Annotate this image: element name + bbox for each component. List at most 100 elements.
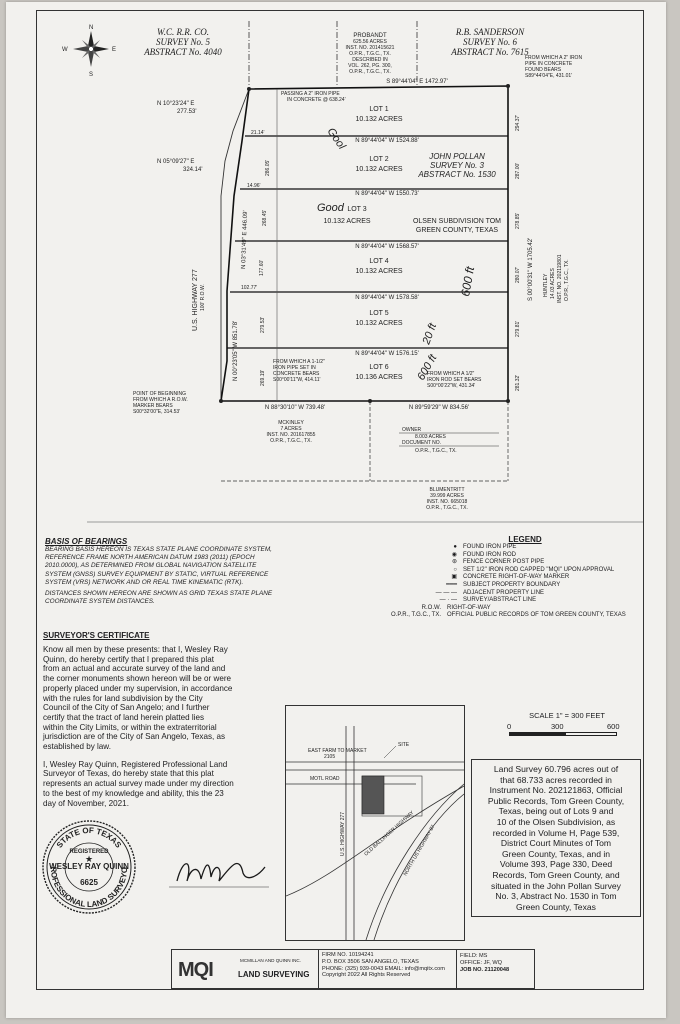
pollan-survey-number: SURVEY No. 3 (430, 161, 485, 170)
lot-label: LOT 2 (369, 156, 388, 163)
surveyor-seal: STATE OF TEXAS PROFESSIONAL LAND SURVEYO… (41, 819, 136, 914)
company-name: LAND SURVEYING (238, 970, 310, 979)
huntley-line: INST. NO. 202119801 (557, 254, 563, 303)
highway-label: U.S. HIGHWAY 277 (192, 269, 199, 331)
certificate-title: SURVEYOR'S CERTIFICATE (43, 631, 150, 640)
west-side-call: N 00°23'05" W 851.78' (233, 321, 239, 381)
legend-item: — · —SURVEY/ABSTRACT LINE (409, 597, 641, 605)
subdivision-name: OLSEN SUBDIVISION TOM (413, 218, 501, 225)
bearings-line: DISTANCES SHOWN HEREON ARE SHOWN AS GRID… (45, 590, 273, 598)
survey-desc-line: Green County, Texas, and in (501, 848, 611, 859)
legend-item: ▣CONCRETE RIGHT-OF-WAY MARKER (409, 574, 641, 582)
pipe-note-right: S00°00'22"W, 431.34' (427, 383, 475, 389)
plat-drawing: N S E W PROBANDT 625.56 ACRES INST. NO. … (62, 21, 643, 523)
west-call-bearing: N 05°09'27" E (157, 159, 194, 165)
south-call: N 89°59'29" W 834.56' (409, 405, 469, 411)
surveyor-signature (169, 862, 269, 888)
seal-number: 6625 (80, 878, 98, 887)
subject-boundary (220, 85, 509, 402)
legend-abbr: O.P.R., T.G.C., TX.OFFICIAL PUBLIC RECOR… (389, 612, 641, 620)
bearings-line: REFERENCE FRAME NORTH AMERICAN DATUM 198… (45, 554, 255, 562)
lot-label: LOT 5 (369, 310, 388, 317)
certificate-line: within the City Limits, or within the ex… (43, 722, 217, 732)
survey-desc-line: Land Survey 60.796 acres out of (493, 764, 619, 774)
survey-desc-line: Volume 393, Page 330, Deed (499, 859, 613, 870)
certificate-line: the corner monuments shown hereon will b… (43, 674, 232, 684)
compass-s: S (89, 72, 93, 78)
lot-east-dim: 279.81' (515, 321, 521, 337)
pollan-survey-name: JOHN POLLAN (428, 152, 485, 161)
certificate-paragraph-2: I, Wesley Ray Quinn, Registered Professi… (43, 760, 281, 809)
lot-east-dim: 287.00' (515, 163, 521, 179)
title-block: MQI MCMILLAN AND QUINN INC. LAND SURVEYI… (171, 949, 535, 989)
seal-name: WESLEY RAY QUINN (49, 862, 129, 871)
found-iron-pipe-icon (247, 87, 251, 91)
certificate-line: with the rules for land subdivision by t… (43, 693, 203, 703)
found-iron-pipe-icon: ● (453, 544, 457, 550)
company-phone: PHONE: (325) 939-0043 EMAIL: info@mqitx.… (322, 965, 445, 972)
west-survey-name: W.C. R.R. CO. (157, 27, 209, 37)
legend-label: FOUND IRON PIPE (463, 544, 517, 550)
seal-registered: REGISTERED (69, 849, 109, 855)
legend: LEGEND ●FOUND IRON PIPE ◉FOUND IRON ROD … (391, 535, 641, 620)
lot-acres: 10.132 ACRES (355, 268, 402, 275)
bearings-line: BEARING BASIS HEREON IS TEXAS STATE PLAN… (45, 546, 272, 553)
row-marker-icon: ▣ (451, 574, 457, 581)
pipe-note-right: IRON ROD SET BEARS (427, 377, 482, 383)
lot-acres: 10.132 ACRES (355, 166, 402, 173)
certificate-line: represents an actual survey made under m… (43, 779, 234, 789)
west-call-bearing: N 10°23'24" E (157, 101, 194, 107)
legend-item: ⊛FENCE CORNER POST PIPE (409, 559, 641, 567)
legend-label: SUBJECT PROPERTY BOUNDARY (463, 581, 561, 588)
lot-label: LOT 6 (369, 364, 388, 371)
found-iron-pipe-icon (506, 84, 510, 88)
lot-6: N 89°44'04" W 1576.15' LOT 6 10.136 ACRE… (355, 351, 521, 391)
survey-desc-line: No. 3, Abstract No. 1530 in Tom (495, 891, 617, 902)
bearings-title: BASIS OF BEARINGS (45, 537, 128, 546)
found-iron-rod-icon: ◉ (451, 551, 457, 558)
subdivision-county: GREEN COUNTY, TEXAS (416, 227, 499, 234)
job-info: FIELD: MS OFFICE: JF, WQ JOB NO. 2112004… (456, 950, 534, 988)
lot-acres: 10.132 ACRES (355, 320, 402, 327)
lot-north-call: N 89°44'04" W 1550.73' (355, 191, 419, 197)
company-address: P.O. BOX 3506 SAN ANGELO, TEXAS (322, 958, 419, 965)
lot-acres: 10.132 ACRES (355, 116, 402, 123)
abbr-label: OFFICIAL PUBLIC RECORDS OF TOM GREEN COU… (447, 612, 626, 619)
probandt-line: O.P.R., T.G.C., TX. (349, 69, 391, 75)
probandt-line: PROBANDT (353, 33, 387, 39)
abbr-label: RIGHT-OF-WAY (447, 604, 491, 611)
certificate-line: day of November, 2021. (43, 798, 129, 808)
found-iron-pipe-icon (506, 399, 510, 403)
company-logo-area: MQI MCMILLAN AND QUINN INC. LAND SURVEYI… (172, 950, 319, 988)
site-parcel (361, 775, 385, 815)
pipe-note-left: S00°00'11"W, 414.11' (273, 377, 321, 383)
west-survey-abstract: ABSTRACT No. 4040 (144, 47, 222, 57)
legend-label: SURVEY/ABSTRACT LINE (463, 597, 537, 604)
legend-label: SET 1/2" IRON ROD CAPPED "MQI" UPON APPR… (463, 566, 615, 573)
lot-east-dim: 278.85' (515, 213, 521, 229)
bearings-line: SYSTEM (GNSS) SURVEY EQUIPMENT BY STATIC… (45, 570, 269, 578)
legend-item: — — —ADJACENT PROPERTY LINE (409, 590, 641, 598)
surveyors-certificate: SURVEYOR'S CERTIFICATE Know all men by t… (43, 631, 281, 808)
certificate-line: Council of the City of San Angelo; and I… (43, 703, 210, 713)
top-right-note: PIPE IN CONCRETE (525, 61, 573, 67)
lot-north-call: N 89°44'04" W 1524.88' (355, 138, 419, 144)
blumentritt-line: 39.999 ACRES (430, 493, 464, 499)
firm-number: FIRM NO. 10194241 (322, 952, 374, 958)
office-crew: OFFICE: JF, WQ (460, 959, 502, 966)
handwriting: Good (317, 202, 345, 214)
east-survey-abstract: ABSTRACT No. 7615 (451, 47, 529, 57)
lot-acres: 10.132 ACRES (323, 218, 370, 225)
inner-side-dim: 286.05' (265, 160, 271, 176)
mckinley-line: O.P.R., T.G.C., TX. (270, 438, 312, 444)
inner-side-dim: 269.19' (260, 370, 266, 386)
legend-title: LEGEND (508, 535, 542, 544)
legend-label: FENCE CORNER POST PIPE (463, 559, 545, 566)
west-offset: 14.96' (247, 183, 261, 189)
huntley-label: HUNTLEY 14.03 ACRES INST. NO. 202119801 … (543, 254, 570, 303)
found-iron-rod-icon (368, 399, 372, 403)
inner-side-dim: 177.60' (259, 260, 265, 276)
pipe-note-right: FROM WHICH A 1/2" (427, 371, 475, 377)
pob-note: POINT OF BEGINNING (133, 391, 186, 397)
legend-label: FOUND IRON ROD (463, 551, 516, 558)
